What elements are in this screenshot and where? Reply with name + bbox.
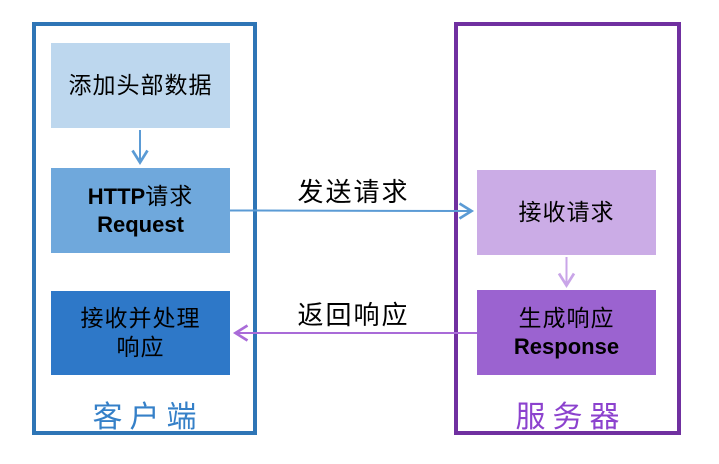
add-header-box: 添加头部数据 (51, 43, 230, 128)
http-request-line1-zh: 请求 (145, 183, 194, 210)
receive-process-line1: 接收并处理 (80, 305, 201, 332)
generate-response-box: 生成响应 Response (477, 290, 656, 375)
receive-process-line2: 响应 (116, 334, 165, 360)
generate-response-line2: Response (513, 334, 620, 360)
server-panel (454, 22, 681, 435)
send-request-label: 发送请求 (297, 177, 410, 207)
http-request-line1: HTTP请求 (88, 182, 193, 211)
receive-process-box: 接收并处理 响应 (51, 291, 230, 375)
client-label: 客户端 (92, 401, 204, 434)
receive-request-label: 接收请求 (518, 199, 615, 226)
server-label: 服务器 (515, 401, 627, 434)
receive-request-box: 接收请求 (477, 170, 656, 255)
generate-response-line1: 生成响应 (518, 305, 615, 332)
http-request-line1-en: HTTP (87, 184, 146, 210)
return-response-label: 返回响应 (297, 300, 410, 330)
http-request-box: HTTP请求 Request (51, 168, 230, 253)
client-panel (32, 22, 257, 435)
send-request-arrow (229, 202, 475, 220)
http-request-line2: Request (97, 212, 184, 238)
add-header-label: 添加头部数据 (68, 72, 213, 99)
